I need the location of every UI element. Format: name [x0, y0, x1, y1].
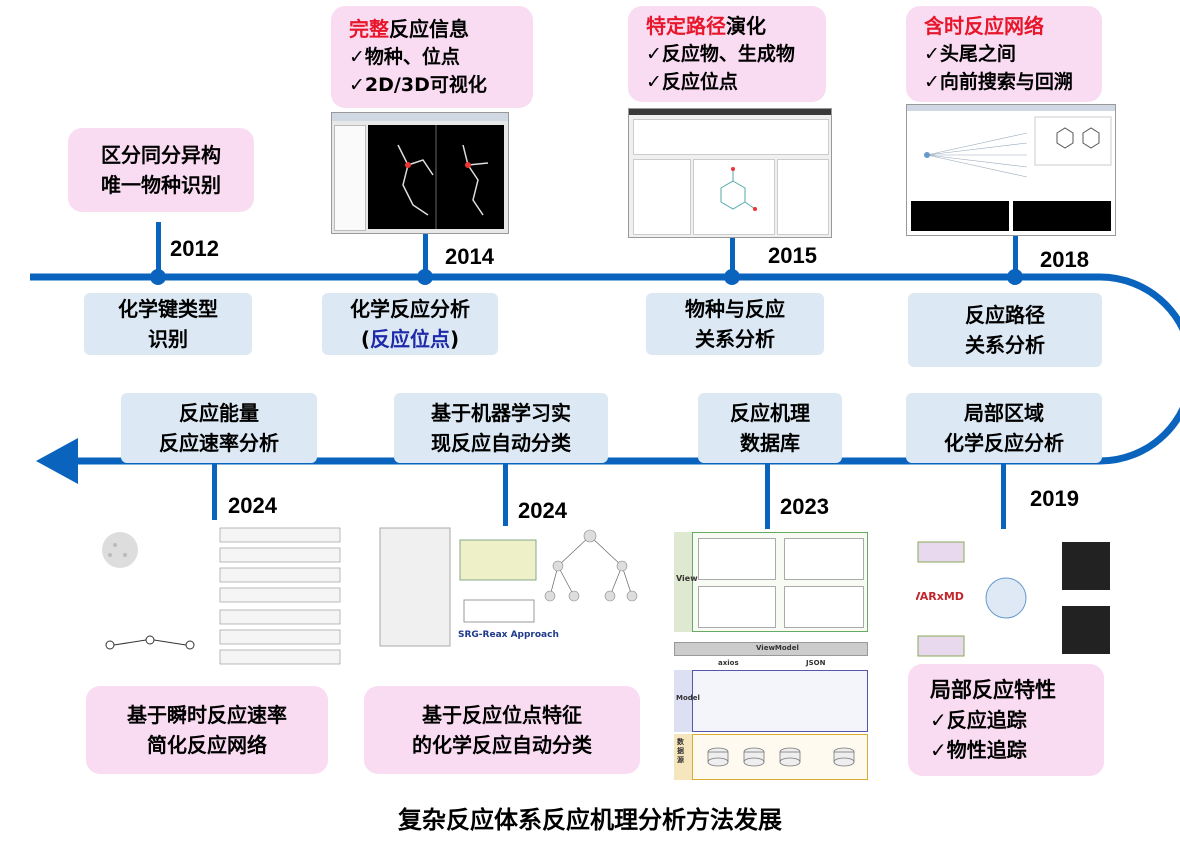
- db-source-label: 数据源: [677, 738, 684, 764]
- feature-2018: 含时反应网络 ✓头尾之间 ✓向前搜索与回溯: [906, 6, 1102, 102]
- feature-2014: 完整反应信息 ✓物种、位点 ✓2D/3D可视化: [331, 6, 533, 108]
- stem-2023: [765, 461, 770, 529]
- feature-2014-item2: ✓2D/3D可视化: [349, 74, 487, 96]
- feature-2019-title: 局部反应特性: [930, 678, 1056, 702]
- year-2018: 2018: [1040, 247, 1089, 272]
- year-2012: 2012: [170, 236, 219, 261]
- stem-2014: [423, 222, 428, 277]
- method-2012: 化学键类型 识别: [84, 293, 252, 355]
- feature-2019-item1: ✓反应追踪: [930, 708, 1027, 732]
- feature-2024b: 基于反应位点特征 的化学反应自动分类: [364, 686, 640, 774]
- feature-2014-title: 完整反应信息: [349, 17, 469, 41]
- feature-2024a-line1: 基于瞬时反应速率: [127, 703, 287, 727]
- method-2018-line1: 反应路径: [965, 303, 1045, 327]
- rate-flowchart-icon: [102, 527, 341, 665]
- molecule-2d-icon: [720, 167, 757, 211]
- feature-2018-item1: ✓头尾之间: [924, 43, 1016, 65]
- method-2024b-line2: 现反应自动分类: [431, 431, 571, 455]
- feature-2018-item2: ✓向前搜索与回溯: [924, 71, 1073, 93]
- screenshot-2015-software: [628, 108, 832, 238]
- varxmd-label: VARxMD: [916, 590, 964, 603]
- method-2024a-line1: 反应能量: [179, 401, 259, 425]
- screenshot-2023-database: View ViewModel axios JSON Model 数据源: [674, 532, 868, 780]
- feature-2015-title: 特定路径演化: [646, 14, 766, 38]
- method-2018: 反应路径 关系分析: [908, 293, 1102, 367]
- db-model-label: Model: [676, 694, 700, 702]
- method-2014-line1: 化学反应分析: [350, 297, 470, 321]
- db-view-label: View: [676, 574, 698, 583]
- feature-2015-item1: ✓反应物、生成物: [646, 43, 795, 65]
- screenshot-2024a-rate: [80, 520, 362, 680]
- molecule-3d-icon: [397, 125, 489, 229]
- method-2023-line2: 数据库: [740, 431, 800, 455]
- feature-2024a-line2: 简化反应网络: [147, 733, 267, 757]
- year-2015: 2015: [768, 243, 817, 268]
- feature-2012: 区分同分异构 唯一物种识别: [68, 128, 254, 212]
- method-2015-line2: 关系分析: [695, 327, 775, 351]
- srg-title: SRG-Reax Approach: [458, 630, 559, 640]
- method-2024a: 反应能量 反应速率分析: [121, 393, 317, 463]
- method-2019: 局部区域 化学反应分析: [906, 393, 1102, 463]
- method-2024a-line2: 反应速率分析: [159, 431, 279, 455]
- stem-2024b: [503, 461, 508, 529]
- screenshot-2014-viewer: [331, 112, 509, 234]
- year-2024a: 2024: [228, 493, 277, 518]
- stem-2018: [1013, 228, 1018, 277]
- method-2023: 反应机理 数据库: [698, 393, 842, 463]
- feature-2019: 局部反应特性 ✓反应追踪 ✓物性追踪: [908, 664, 1104, 776]
- screenshot-2024b-srg: SRG-Reax Approach: [378, 526, 640, 654]
- dot-2012: [150, 269, 166, 285]
- db-axios-label: axios: [718, 659, 739, 667]
- feature-2012-line2: 唯一物种识别: [101, 173, 221, 197]
- method-2023-line1: 反应机理: [730, 401, 810, 425]
- feature-2015-item2: ✓反应位点: [646, 71, 738, 93]
- dot-2018: [1007, 269, 1023, 285]
- feature-2019-item2: ✓物性追踪: [930, 738, 1027, 762]
- stem-2019: [1001, 461, 1006, 529]
- feature-2018-title: 含时反应网络: [924, 14, 1044, 38]
- stem-2024a: [212, 461, 217, 529]
- feature-2014-item1: ✓物种、位点: [349, 46, 460, 68]
- method-2015: 物种与反应 关系分析: [646, 293, 824, 355]
- method-2014-line2: (反应位点): [360, 327, 460, 351]
- database-icon: [707, 747, 855, 767]
- stem-2012: [156, 222, 161, 277]
- method-2024b: 基于机器学习实 现反应自动分类: [394, 393, 608, 463]
- method-2015-line1: 物种与反应: [685, 297, 785, 321]
- feature-2012-line1: 区分同分异构: [101, 143, 221, 167]
- varxmd-diagram-icon: [917, 541, 1110, 657]
- method-2012-line1: 化学键类型: [118, 297, 218, 321]
- method-2019-line1: 局部区域: [964, 401, 1044, 425]
- reaction-network-icon: [924, 116, 1112, 178]
- year-2014: 2014: [445, 244, 494, 269]
- dot-2015: [724, 269, 740, 285]
- screenshot-2018-network: [906, 104, 1116, 236]
- db-viewmodel-label: ViewModel: [756, 644, 799, 652]
- db-json-label: JSON: [806, 659, 826, 667]
- method-2012-line2: 识别: [148, 327, 188, 351]
- dot-2014: [417, 269, 433, 285]
- method-2014: 化学反应分析 (反应位点): [322, 293, 498, 355]
- year-2024b: 2024: [518, 498, 567, 523]
- method-2018-line2: 关系分析: [965, 333, 1045, 357]
- screenshot-2019-varxmd: VARxMD: [916, 540, 1112, 658]
- year-2023: 2023: [780, 494, 829, 519]
- method-2019-line2: 化学反应分析: [944, 431, 1064, 455]
- feature-2024b-line1: 基于反应位点特征: [422, 703, 582, 727]
- year-2019: 2019: [1030, 486, 1079, 511]
- page-title: 复杂反应体系反应机理分析方法发展: [398, 806, 782, 834]
- feature-2024a: 基于瞬时反应速率 简化反应网络: [86, 686, 328, 774]
- feature-2015: 特定路径演化 ✓反应物、生成物 ✓反应位点: [628, 6, 826, 102]
- stem-2015: [730, 232, 735, 277]
- feature-2024b-line2: 的化学反应自动分类: [412, 733, 592, 757]
- srg-reax-diagram-icon: [379, 527, 638, 647]
- method-2024b-line1: 基于机器学习实: [431, 401, 571, 425]
